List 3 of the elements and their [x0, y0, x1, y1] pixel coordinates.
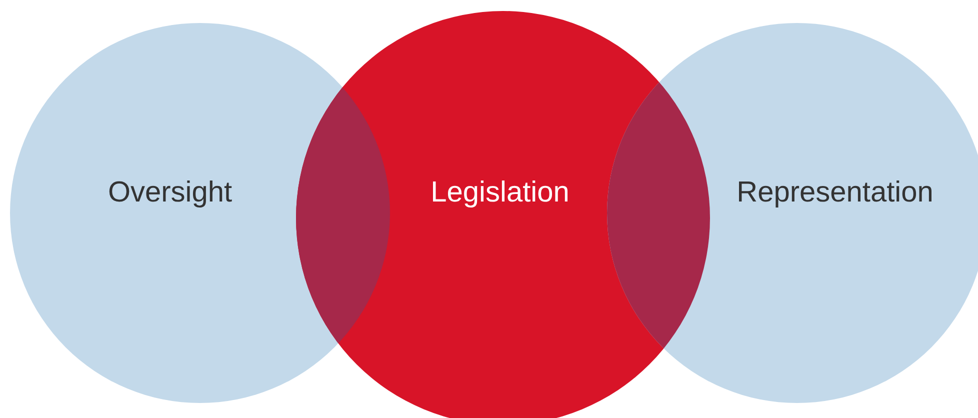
circle-label: Legislation — [430, 178, 570, 208]
circle-label: Oversight — [108, 178, 232, 208]
circle-label: Representation — [736, 178, 934, 208]
